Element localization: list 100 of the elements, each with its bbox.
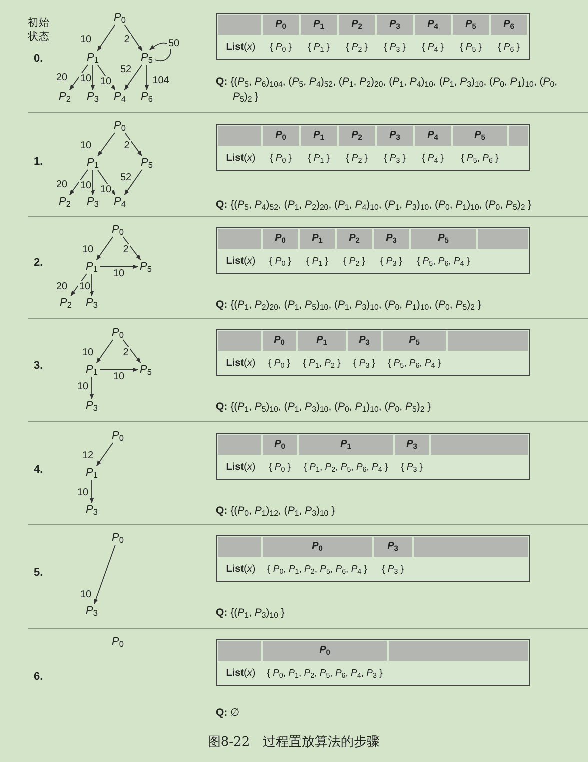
column-header: P$_{0}$: [263, 15, 299, 35]
step-number: 4.: [34, 464, 44, 476]
arrow: [124, 132, 142, 156]
column-header: P$_{5}$: [383, 331, 446, 351]
list-cell-text: { P$_{3}$ }: [383, 152, 407, 167]
list-cell-text: { P$_{2}$ }: [345, 41, 369, 56]
column-header: P$_{1}$: [301, 15, 337, 35]
list-cell-text: { P$_{1}$, P$_{2}$, P$_{5}$, P$_{6}$, P$_{4}$ }: [302, 461, 390, 476]
arrow: [94, 544, 116, 604]
arrow: [90, 480, 94, 504]
column-header: P$_{4}$: [415, 15, 451, 35]
arrow: [96, 442, 114, 466]
edge-label: 52: [119, 64, 133, 76]
vertex-label: P$_{0}$: [110, 223, 126, 237]
list-cell-text: { P$_{3}$ }: [380, 255, 404, 270]
column-header: P$_{0}$: [263, 435, 297, 455]
column-header: P$_{2}$: [339, 15, 375, 35]
column-header: P$_{4}$: [415, 126, 451, 146]
vertex-label: P$_{1}$: [84, 466, 100, 480]
arrow: [90, 376, 94, 400]
arrow: [122, 236, 142, 260]
column-header: P$_{0}$: [263, 229, 298, 249]
vertex-label: P$_{0}$: [110, 531, 126, 545]
row-label: List(x): [225, 255, 257, 269]
column-header: P$_{0}$: [263, 126, 299, 146]
arrow: [98, 132, 116, 156]
arrow: [97, 24, 116, 52]
list-cell-text: { P$_{0}$ }: [269, 41, 293, 56]
vertex-label: P$_{1}$: [85, 156, 101, 170]
vertex-label: P$_{3}$: [85, 195, 101, 209]
vertex-label: P$_{1}$: [85, 51, 101, 65]
row-label: List(x): [225, 461, 257, 475]
step-number: 2.: [34, 257, 44, 269]
list-cell-text: { P$_{3}$ }: [400, 461, 424, 476]
edge-label: 104: [152, 76, 170, 86]
edge-label: 20: [55, 282, 69, 292]
row-label: List(x): [225, 563, 257, 577]
column-header: P$_{1}$: [301, 126, 337, 146]
edge-label: 20: [55, 180, 69, 190]
vertex-label: P$_{0}$: [110, 429, 126, 443]
edge-label: 10: [112, 268, 126, 280]
column-header: P$_{1}$: [298, 331, 346, 351]
edge-label: 2: [122, 244, 130, 256]
edge-label: 10: [79, 34, 93, 46]
vertex-label: P$_{0}$: [112, 11, 128, 25]
queue-text: Q: {(P$_{1}$, P$_{5}$)$_{10}$, (P$_{1}$, P$_{3}$)$_{10}$, (P$_{0}$, P$_{1}$)$_{10}$, (P$_{0}$, P$_{5}$)$_{2}$ }: [216, 400, 432, 415]
arrow: [100, 368, 139, 372]
queue-text: Q: {(P$_{1}$, P$_{3}$)$_{10}$ }: [216, 606, 286, 621]
arrow: [90, 170, 96, 196]
edge-label: 2: [123, 34, 131, 46]
column-header: P$_{3}$: [374, 537, 412, 557]
edge-label: 10: [81, 244, 95, 256]
list-cell-text: { P$_{1}$ }: [307, 152, 331, 167]
column-header: P$_{2}$: [339, 126, 375, 146]
arrow: [100, 264, 139, 270]
queue-text: Q: ∅: [216, 706, 242, 721]
list-cell-text: { P$_{0}$, P$_{1}$, P$_{2}$, P$_{5}$, P$_{6}$, P$_{4}$, P$_{3}$ }: [266, 667, 384, 682]
list-cell-text: { P$_{1}$ }: [307, 41, 331, 56]
edge-label: 10: [79, 180, 93, 192]
step-number: 6.: [34, 671, 44, 683]
vertex-label: P$_{5}$: [139, 156, 155, 170]
arrow: [90, 274, 94, 297]
vertex-label: P$_{3}$: [84, 296, 100, 310]
list-cell-text: { P$_{1}$, P$_{2}$ }: [302, 357, 342, 372]
arrow: [96, 236, 114, 260]
column-header: P$_{6}$: [491, 15, 527, 35]
column-header: P$_{3}$: [395, 435, 429, 455]
row-label: List(x): [225, 667, 257, 681]
arrow: [124, 64, 143, 90]
list-cell-text: { P$_{6}$ }: [497, 41, 521, 56]
edge-label: 10: [76, 488, 90, 498]
list-cell-text: { P$_{3}$ }: [383, 41, 407, 56]
list-cell-text: { P$_{5}$, P$_{6}$ }: [460, 152, 500, 167]
edge-label: 2: [122, 348, 130, 358]
vertex-label: P$_{3}$: [85, 90, 101, 104]
queue-text: Q: {(P$_{5}$, P$_{4}$)$_{52}$, (P$_{1}$, P$_{2}$)$_{20}$, (P$_{1}$, P$_{4}$)$_{10}$, (P$_{1}$, P$_{3}$)$_{10}$, (P$_{0}$, P$_{1}$)$_{10}$, (P$_{0}$, P$_{5}$)$_{2}$ }: [216, 198, 533, 213]
arrow: [96, 340, 114, 364]
column-header: P$_{3}$: [377, 126, 413, 146]
edge-label: 50: [167, 38, 181, 50]
column-header: P$_{2}$: [337, 229, 372, 249]
arrow: [124, 24, 143, 52]
vertex-label: P$_{3}$: [84, 399, 100, 413]
vertex-label: P$_{5}$: [138, 363, 154, 377]
row-label: List(x): [225, 152, 257, 166]
figure-caption: 图8-22 过程置放算法的步骤: [206, 734, 382, 751]
arrow: [122, 340, 142, 364]
arrow: [97, 170, 116, 196]
list-cell-text: { P$_{4}$ }: [421, 152, 445, 167]
vertex-label: P$_{5}$: [138, 260, 154, 274]
column-header: P$_{3}$: [377, 15, 413, 35]
edge-label: 10: [79, 590, 93, 600]
column-header: P$_{0}$: [263, 641, 387, 661]
column-header: P$_{0}$: [263, 331, 296, 351]
arrow: [144, 64, 150, 91]
column-header: P$_{3}$: [348, 331, 381, 351]
step-number: 3.: [34, 360, 44, 372]
column-header: P$_{1}$: [299, 435, 393, 455]
arrow: [70, 274, 88, 296]
vertex-label: P$_{0}$: [112, 119, 128, 133]
vertex-label: P$_{4}$: [112, 90, 128, 104]
